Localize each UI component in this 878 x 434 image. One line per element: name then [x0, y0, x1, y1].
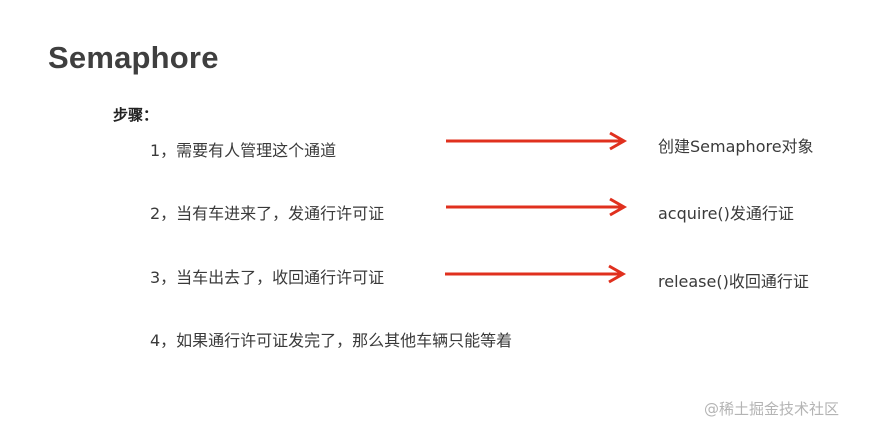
result-acquire: acquire()发通行证	[658, 204, 794, 223]
result-create-semaphore: 创建Semaphore对象	[658, 137, 814, 156]
watermark: @稀土掘金技术社区	[704, 400, 840, 418]
step-3: 3，当车出去了，收回通行许可证	[150, 268, 385, 287]
arrow-2	[446, 197, 628, 217]
step-2: 2，当有车进来了，发通行许可证	[150, 204, 385, 223]
page-title: Semaphore	[48, 40, 219, 75]
arrow-1	[446, 131, 628, 151]
result-release: release()收回通行证	[658, 272, 809, 291]
step-4: 4，如果通行许可证发完了，那么其他车辆只能等着	[150, 331, 513, 350]
arrow-3	[445, 264, 627, 284]
step-1: 1，需要有人管理这个通道	[150, 141, 337, 160]
steps-label: 步骤：	[113, 106, 159, 124]
